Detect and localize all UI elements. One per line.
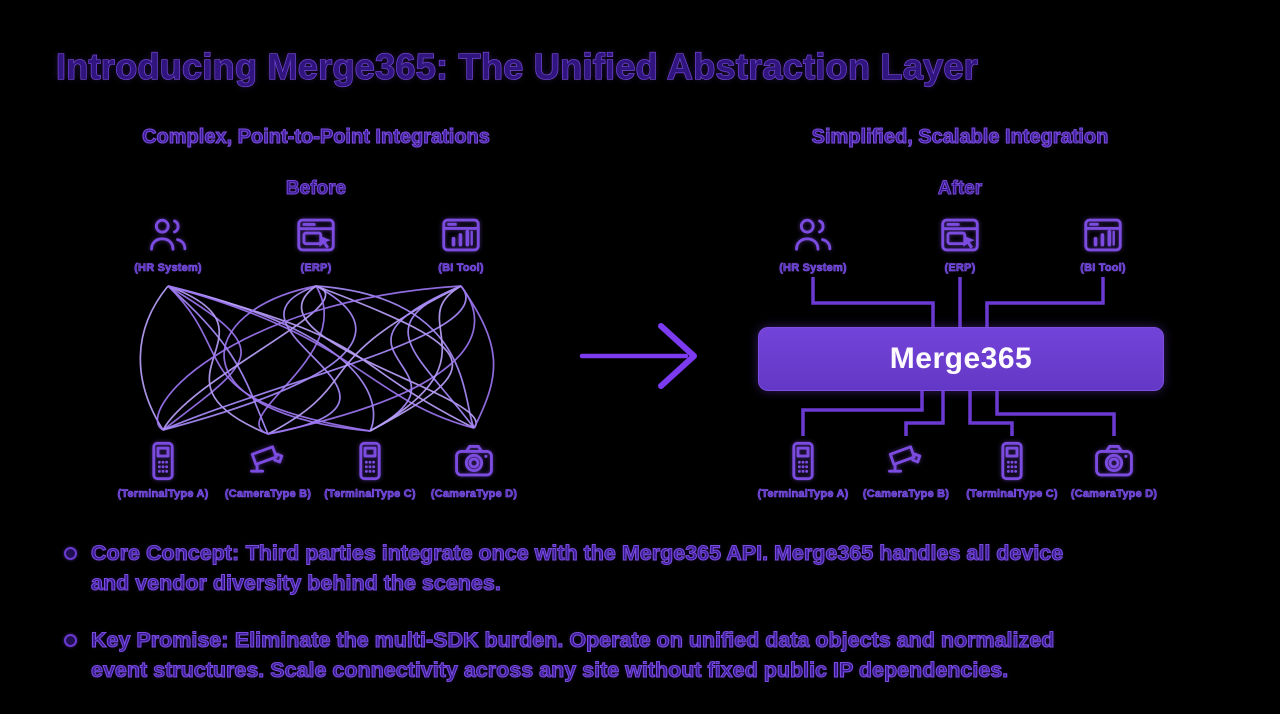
node-label: (CameraType D) (1070, 488, 1158, 501)
terminal-icon (140, 438, 186, 484)
before-node-erp: (ERP) (251, 212, 381, 274)
before-node-camera-d: (CameraType D) (409, 438, 539, 500)
browser-cursor-icon (937, 212, 983, 258)
bullet-text: Core Concept:Third parties integrate onc… (90, 538, 1064, 598)
node-label: (HR System) (779, 262, 847, 275)
key-points-list: Core Concept:Third parties integrate onc… (64, 538, 1222, 712)
before-subheader: Before (285, 178, 347, 200)
after-node-terminal-a: (TerminalType A) (738, 438, 868, 500)
node-label: (CameraType B) (224, 488, 312, 501)
after-node-erp: (ERP) (895, 212, 1025, 274)
node-label: (BI Tool) (1080, 262, 1126, 275)
bullet-text: Key Promise:Eliminate the multi-SDK burd… (90, 625, 1055, 685)
after-node-camera-d: (CameraType D) (1049, 438, 1179, 500)
before-node-bi-tool: (BI Tool) (396, 212, 526, 274)
terminal-icon (989, 438, 1035, 484)
bullet-circle-icon (64, 547, 77, 560)
terminal-icon (780, 438, 826, 484)
after-node-terminal-c: (TerminalType C) (947, 438, 1077, 500)
photo-camera-icon (1091, 438, 1137, 484)
before-column-header: Complex, Point-to-Point Integrations (142, 126, 491, 149)
node-label: (TerminalType C) (324, 488, 416, 501)
bullet-circle-icon (64, 634, 77, 647)
browser-chart-icon (1080, 212, 1126, 258)
terminal-icon (347, 438, 393, 484)
node-label: (TerminalType A) (757, 488, 849, 501)
after-subheader: After (937, 178, 983, 200)
browser-chart-icon (438, 212, 484, 258)
point-to-point-mesh-lines (139, 285, 495, 435)
users-icon (145, 212, 191, 258)
node-label: (ERP) (944, 262, 976, 275)
before-node-hr-system: (HR System) (103, 212, 233, 274)
hub-connector-lines (801, 277, 1116, 436)
before-node-camera-b: (CameraType B) (203, 438, 333, 500)
bullet-lead: Core Concept: (90, 540, 240, 565)
node-label: (CameraType B) (862, 488, 950, 501)
photo-camera-icon (451, 438, 497, 484)
list-item: Core Concept:Third parties integrate onc… (64, 538, 1222, 598)
users-icon (790, 212, 836, 258)
page-title: Introducing Merge365: The Unified Abstra… (55, 45, 979, 87)
after-column-header: Simplified, Scalable Integration (811, 126, 1109, 149)
cctv-camera-icon (245, 438, 291, 484)
browser-cursor-icon (293, 212, 339, 258)
node-label: (TerminalType A) (117, 488, 209, 501)
bullet-lead: Key Promise: (90, 627, 229, 652)
merge365-hub: Merge365 (758, 327, 1164, 391)
bullet-body: Eliminate the multi-SDK burden. Operate … (90, 627, 1055, 682)
bullet-body: Third parties integrate once with the Me… (90, 540, 1064, 595)
node-label: (CameraType D) (430, 488, 518, 501)
after-node-bi-tool: (BI Tool) (1038, 212, 1168, 274)
cctv-camera-icon (883, 438, 929, 484)
node-label: (HR System) (134, 262, 202, 275)
list-item: Key Promise:Eliminate the multi-SDK burd… (64, 625, 1222, 685)
node-label: (BI Tool) (438, 262, 484, 275)
node-label: (ERP) (300, 262, 332, 275)
before-node-terminal-a: (TerminalType A) (98, 438, 228, 500)
node-label: (TerminalType C) (966, 488, 1058, 501)
after-node-camera-b: (CameraType B) (841, 438, 971, 500)
before-after-arrow-icon (579, 323, 697, 389)
merge365-hub-label: Merge365 (889, 342, 1033, 375)
before-node-terminal-c: (TerminalType C) (305, 438, 435, 500)
after-node-hr-system: (HR System) (748, 212, 878, 274)
